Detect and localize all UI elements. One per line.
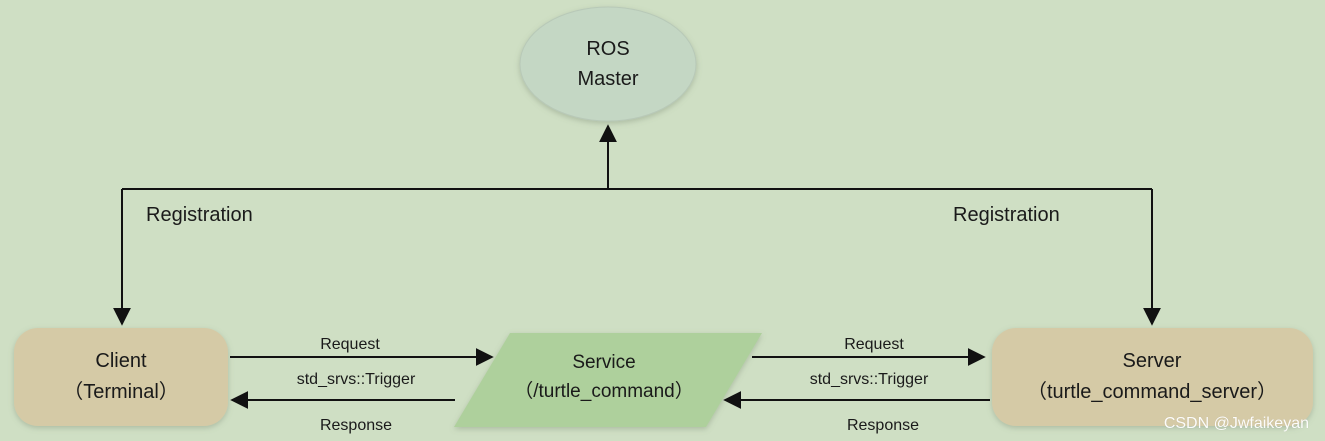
server-label-line1: Server xyxy=(1123,350,1182,372)
server-request-label: Request xyxy=(844,336,904,353)
client-label-line1: Client xyxy=(95,350,147,372)
service-label-line2: （/turtle_command） xyxy=(514,380,694,402)
client-type-label: std_srvs::Trigger xyxy=(297,371,416,388)
ros-master-label-line2: Master xyxy=(577,68,638,90)
client-response-label: Response xyxy=(320,417,392,434)
ros-master-label-line1: ROS xyxy=(586,38,629,60)
server-label-line2: （turtle_command_server） xyxy=(1027,380,1277,403)
client-request-label: Request xyxy=(320,336,380,353)
registration-right-label: Registration xyxy=(953,204,1060,226)
service-server-arrows xyxy=(723,348,990,409)
registration-left-label: Registration xyxy=(146,204,253,226)
server-response-label: Response xyxy=(847,417,919,434)
client-node: Client （Terminal） xyxy=(14,328,228,426)
client-label-line2: （Terminal） xyxy=(63,380,179,403)
server-type-label: std_srvs::Trigger xyxy=(810,371,929,388)
service-label-line1: Service xyxy=(572,352,635,373)
service-node: Service （/turtle_command） xyxy=(454,333,762,427)
registration-connector xyxy=(113,124,1161,326)
watermark: CSDN @Jwfaikeyan xyxy=(1163,415,1309,432)
server-node: Server （turtle_command_server） xyxy=(992,328,1313,426)
ros-master-node: ROS Master xyxy=(519,6,697,122)
client-service-arrows xyxy=(230,348,494,409)
